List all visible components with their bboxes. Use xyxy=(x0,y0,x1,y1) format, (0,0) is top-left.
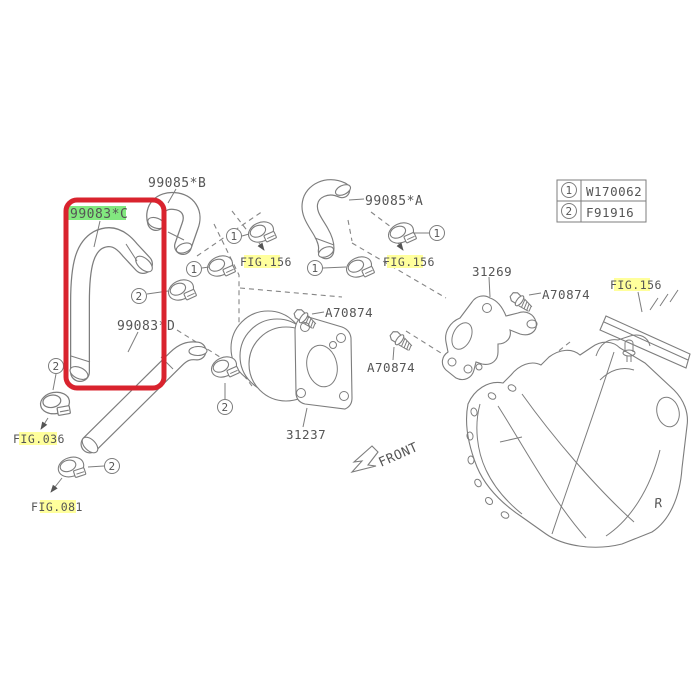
legend-code-1: W170062 xyxy=(586,184,642,199)
callout-number: 2 xyxy=(221,401,228,414)
figure-link-fig036[interactable]: FIG.036 xyxy=(13,432,65,446)
callout-number: 1 xyxy=(311,262,318,275)
part-label-a70874: A70874 xyxy=(325,305,373,320)
callout-number: 2 xyxy=(108,460,115,473)
highlight-yellow xyxy=(40,500,76,513)
front-arrow-icon xyxy=(350,445,379,473)
hose-99083d xyxy=(80,341,208,454)
callout-1-instances: 1 1 1 1 xyxy=(186,225,445,277)
highlight-green xyxy=(67,206,126,220)
legend-callout-2: 2 xyxy=(561,203,577,219)
part-label-a70874: A70874 xyxy=(367,360,415,375)
callout-number: 2 xyxy=(135,290,142,303)
front-label: FRONT xyxy=(377,440,421,471)
part-label-31269: 31269 xyxy=(472,264,512,279)
highlight-yellow xyxy=(614,278,650,291)
transmission-case: R xyxy=(466,289,691,548)
legend-code-2: F91916 xyxy=(586,205,634,220)
highlight-yellow xyxy=(387,255,423,268)
callout-2-instances: 2 2 2 2 xyxy=(48,288,233,474)
highlight-yellow xyxy=(19,432,57,445)
figure-link-fig156[interactable]: FIG.156 xyxy=(610,278,662,292)
part-label-99085a: 99085*A xyxy=(365,194,423,209)
part-label-99085b: 99085*B xyxy=(148,176,206,191)
highlight-yellow xyxy=(244,255,280,268)
clamp-f91916 xyxy=(38,275,242,483)
part-label-99083d: 99083*D xyxy=(117,319,175,334)
hose-99085b xyxy=(146,191,201,255)
figure-link-fig156[interactable]: FIG.156 xyxy=(383,255,435,269)
legend-table: 1 W170062 2 F91916 xyxy=(556,179,647,223)
leader-lines xyxy=(40,188,643,493)
front-direction: FRONT xyxy=(350,440,421,473)
selection-box xyxy=(63,197,167,391)
callout-number: 1 xyxy=(190,263,197,276)
hose-99085a xyxy=(301,179,352,260)
r-mark: R xyxy=(653,496,663,512)
figure-link-fig156[interactable]: FIG.156 xyxy=(240,255,292,269)
flange-bolt-holes xyxy=(466,384,517,519)
callout-number: 1 xyxy=(230,230,237,243)
part-label-a70874: A70874 xyxy=(542,287,590,302)
part-label-99083c[interactable]: 99083*C xyxy=(70,207,128,222)
hose-99083c xyxy=(69,227,153,382)
svg-text:1: 1 xyxy=(565,184,572,197)
svg-text:2: 2 xyxy=(565,205,572,218)
oil-cooler-31237 xyxy=(230,310,353,410)
part-label-31237: 31237 xyxy=(286,427,326,442)
callout-number: 1 xyxy=(433,227,440,240)
callout-number: 2 xyxy=(52,360,59,373)
bracket-31269 xyxy=(441,295,538,381)
grease-nipple xyxy=(622,339,636,362)
legend-callout-1: 1 xyxy=(561,182,577,198)
figure-link-fig081[interactable]: FIG.081 xyxy=(31,500,83,514)
